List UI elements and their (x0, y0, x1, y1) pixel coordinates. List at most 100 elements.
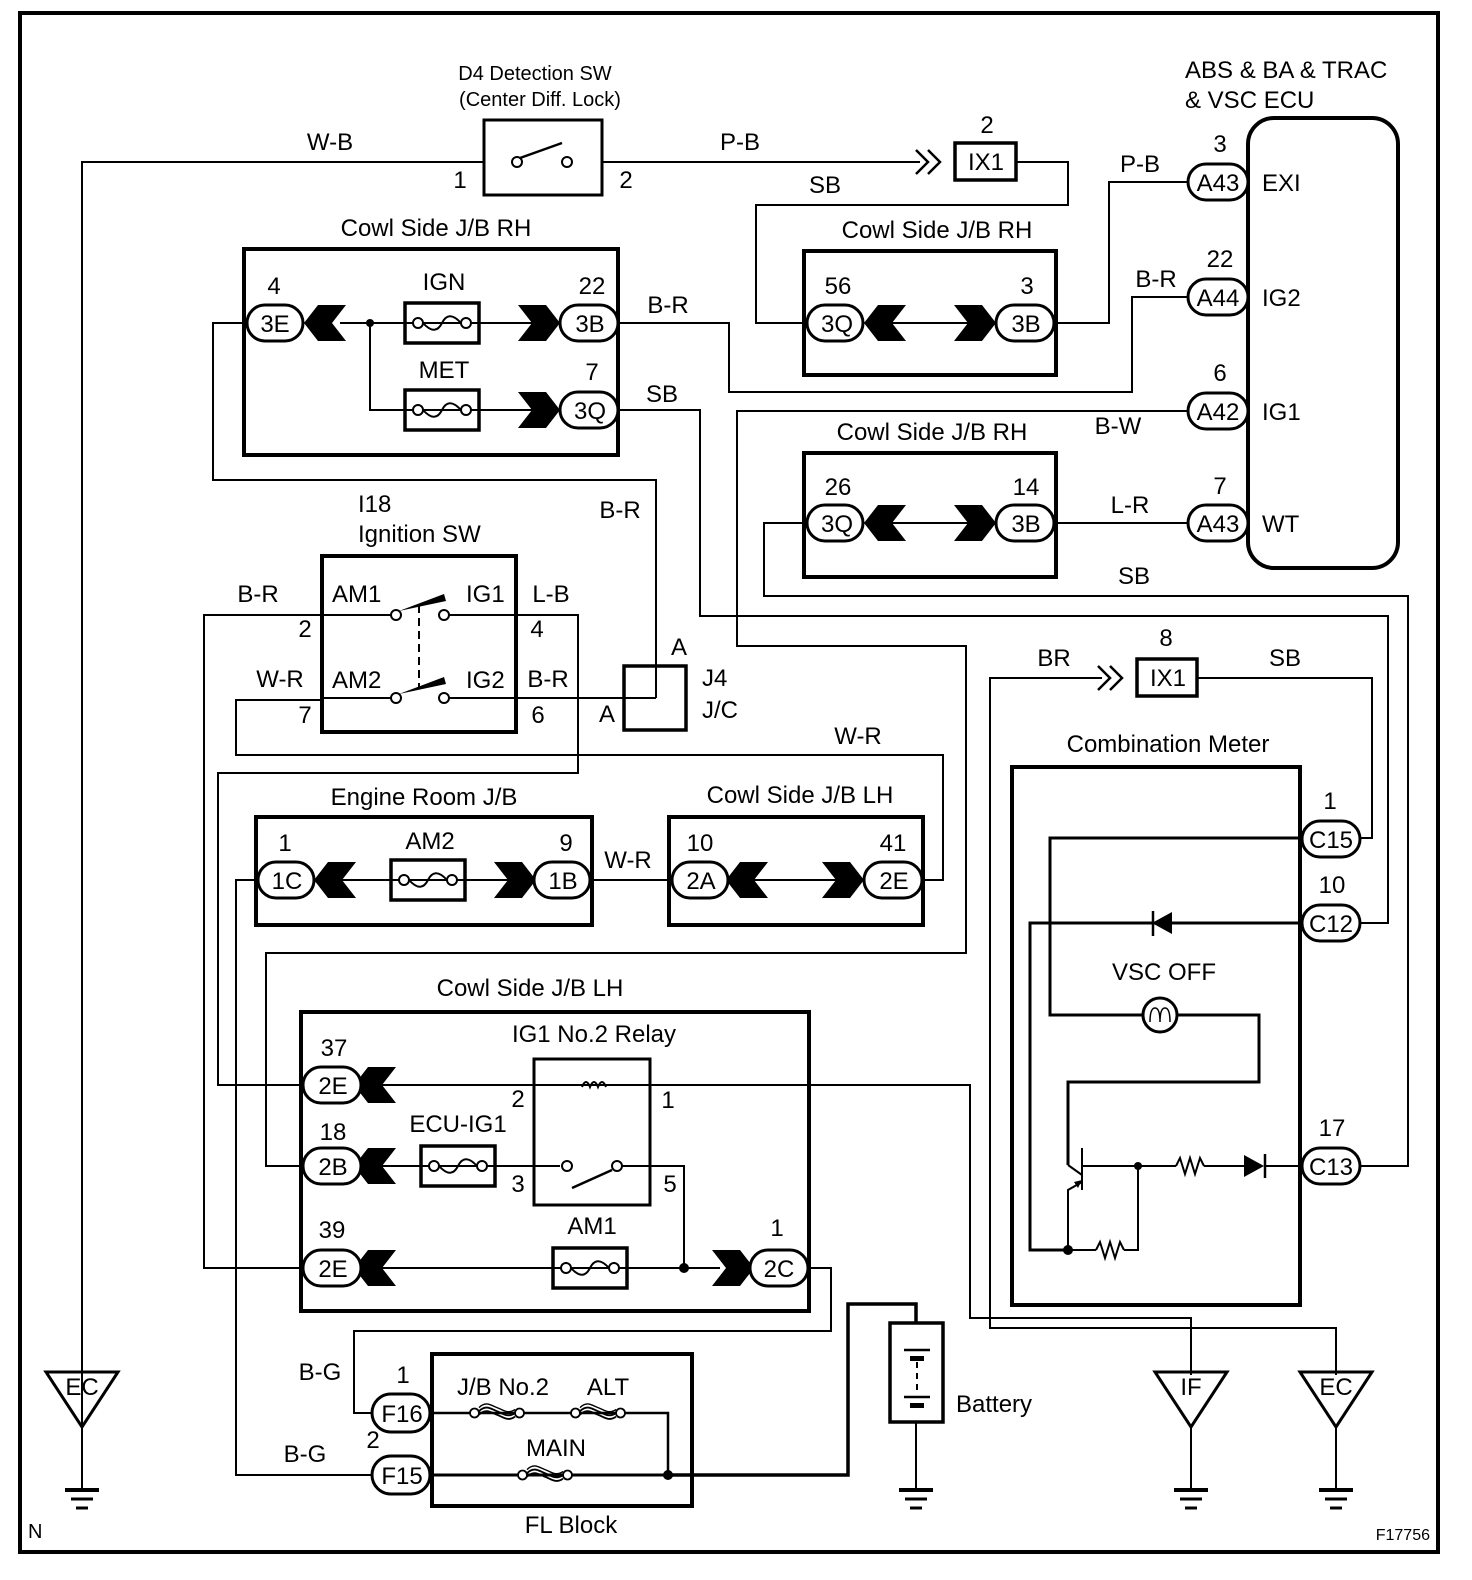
pin-4: 4 (267, 273, 280, 300)
svg-text:EXI: EXI (1262, 170, 1301, 197)
svg-text:W-R: W-R (604, 847, 652, 874)
svg-text:BR: BR (1037, 645, 1070, 672)
wire-sb-met (620, 409, 1389, 924)
conn-3q: 3Q (574, 398, 606, 425)
svg-text:FL Block: FL Block (525, 1512, 618, 1539)
fuse-ign-label: IGN (423, 269, 466, 296)
svg-text:EC: EC (1319, 1374, 1352, 1401)
svg-text:B-G: B-G (284, 1441, 327, 1468)
wire-label-p-b: P-B (720, 129, 760, 156)
svg-text:22: 22 (1207, 246, 1234, 273)
conn-3e: 3E (260, 311, 289, 338)
svg-text:37: 37 (321, 1035, 348, 1062)
ecu-pin-ig2: 22 A44 IG2 (1186, 246, 1301, 317)
ground-icon (63, 1488, 101, 1510)
svg-text:C15: C15 (1309, 827, 1353, 854)
wire-b-g-f16 (353, 1267, 832, 1414)
fuse-met-label: MET (419, 357, 470, 384)
corner-mark: N (28, 1521, 42, 1543)
d4-switch-subtitle: (Center Diff. Lock) (459, 89, 621, 111)
conn-3b-14: 3B (1011, 511, 1040, 538)
ground-ec-left: EC (43, 1370, 121, 1510)
ecu-pin-wt: 7 A43 WT (1186, 473, 1300, 543)
svg-text:5: 5 (663, 1171, 676, 1198)
relay-coil-icon (581, 1081, 607, 1090)
svg-text:J/C: J/C (702, 697, 738, 724)
pin-56: 56 (825, 273, 852, 300)
svg-text:C12: C12 (1309, 911, 1353, 938)
wire-p-b-exi (1056, 181, 1188, 324)
svg-text:A: A (599, 701, 615, 728)
ecu-title-1: ABS & BA & TRAC (1185, 57, 1387, 84)
svg-text:AM1: AM1 (567, 1213, 616, 1240)
svg-text:4: 4 (530, 616, 543, 643)
wire-if-ground (302, 1084, 1192, 1375)
ground-tag-icon (1152, 1370, 1230, 1430)
wire-label-sb-3q: SB (646, 381, 678, 408)
svg-text:2E: 2E (318, 1256, 347, 1283)
ignition-sw-id: I18 (358, 491, 391, 518)
svg-text:1: 1 (278, 830, 291, 857)
svg-text:17: 17 (1319, 1115, 1346, 1142)
battery-ground-icon (897, 1488, 935, 1510)
svg-text:2E: 2E (879, 868, 908, 895)
svg-text:1: 1 (661, 1087, 674, 1114)
wire-w-r-2e (235, 699, 944, 881)
cowl-rh-2-title: Cowl Side J/B RH (842, 217, 1033, 244)
d4-pin-1: 1 (453, 167, 466, 194)
combination-meter: 8 IX1 BR SB Combination Meter VSC OFF (1010, 625, 1362, 1307)
svg-text:2: 2 (366, 1427, 379, 1454)
pin-22: 22 (579, 273, 606, 300)
wire-label-l-r: L-R (1111, 492, 1150, 519)
svg-text:A: A (671, 634, 687, 661)
svg-text:1: 1 (770, 1215, 783, 1242)
figure-id: F17756 (1376, 1527, 1430, 1544)
wire-battery-pos (668, 1302, 918, 1477)
svg-text:IG1: IG1 (466, 581, 505, 608)
svg-text:7: 7 (1213, 473, 1226, 500)
ignition-switch: I18 Ignition SW AM1 IG1 AM2 IG2 2 4 7 6 … (237, 491, 641, 734)
wire-b-r-jc (212, 322, 657, 698)
svg-text:18: 18 (320, 1119, 347, 1146)
fl-block: FL Block J/B No.2 ALT MAIN F16 1 F15 2 B… (284, 1352, 694, 1539)
cowl-rh-3-title: Cowl Side J/B RH (837, 419, 1028, 446)
pin-26: 26 (825, 474, 852, 501)
wire-b-r-ig2 (620, 296, 1188, 393)
svg-text:41: 41 (880, 830, 907, 857)
svg-text:W-R: W-R (834, 723, 882, 750)
svg-text:AM2: AM2 (332, 667, 381, 694)
wire-sb-meter (1196, 677, 1373, 839)
ix1-top-pin: 2 (980, 112, 993, 139)
svg-text:AM1: AM1 (332, 581, 381, 608)
svg-text:1: 1 (1323, 788, 1336, 815)
svg-text:3: 3 (1213, 131, 1226, 158)
ground-icon (1317, 1488, 1355, 1510)
cowl-side-jb-rh-wt: Cowl Side J/B RH 3Q 26 3B 14 B-W L-R SB (802, 413, 1150, 590)
svg-text:Engine Room J/B: Engine Room J/B (331, 784, 518, 811)
pin-14: 14 (1013, 474, 1040, 501)
svg-text:2: 2 (511, 1086, 524, 1113)
svg-text:B-G: B-G (299, 1359, 342, 1386)
svg-text:A43: A43 (1197, 511, 1240, 538)
ix1-top-label: IX1 (968, 149, 1004, 176)
wire-b-r-am1 (203, 614, 322, 1269)
ecu-pin-exi: 3 A43 EXI (1186, 131, 1301, 202)
vsc-off-lamp-label: VSC OFF (1112, 959, 1216, 986)
svg-text:W-R: W-R (256, 666, 304, 693)
ground-tag-icon (1297, 1370, 1375, 1430)
svg-text:10: 10 (687, 830, 714, 857)
wire-sb-ix1 (755, 161, 1069, 324)
svg-text:F16: F16 (381, 1401, 422, 1428)
svg-text:B-R: B-R (527, 666, 568, 693)
svg-text:2C: 2C (764, 1256, 795, 1283)
wire-label-b-r-3b: B-R (647, 292, 688, 319)
diagram-frame (18, 11, 1440, 1554)
svg-text:10: 10 (1319, 872, 1346, 899)
ground-icon (1172, 1488, 1210, 1510)
svg-text:B-R: B-R (237, 581, 278, 608)
svg-text:39: 39 (319, 1217, 346, 1244)
pin-3: 3 (1020, 273, 1033, 300)
svg-text:C13: C13 (1309, 1154, 1353, 1181)
conn-3q-26: 3Q (821, 511, 853, 538)
svg-text:Cowl Side J/B LH: Cowl Side J/B LH (707, 782, 894, 809)
